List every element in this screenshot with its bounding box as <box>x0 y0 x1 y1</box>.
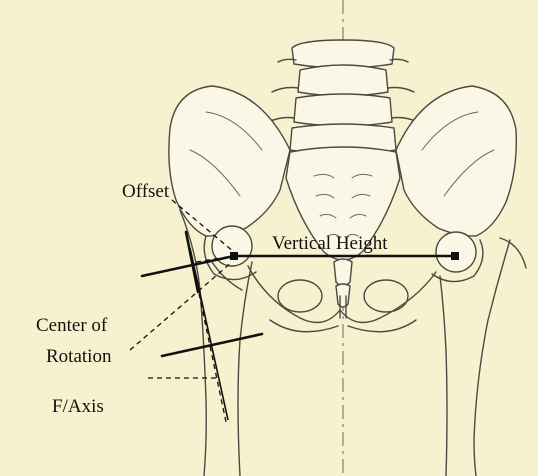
center-of-rotation-label-2: Rotation <box>46 346 112 367</box>
coccyx <box>334 259 352 286</box>
perpendicular-line <box>162 334 262 356</box>
left-femur <box>180 210 206 476</box>
right-iliac-wing <box>396 86 516 236</box>
right-center-marker <box>451 252 459 260</box>
center-of-rotation-label-1: Center of <box>36 315 108 336</box>
left-obturator-foramen <box>278 280 322 312</box>
offset-label: Offset <box>122 181 170 202</box>
f-axis-label: F/Axis <box>52 396 104 417</box>
femoral-shaft-axis <box>190 248 228 420</box>
left-iliac-wing <box>169 86 290 236</box>
right-obturator-foramen <box>364 280 408 312</box>
right-femur <box>474 240 510 476</box>
lumbar-spine <box>268 40 418 154</box>
vertical-height-label: Vertical Height <box>272 233 388 254</box>
